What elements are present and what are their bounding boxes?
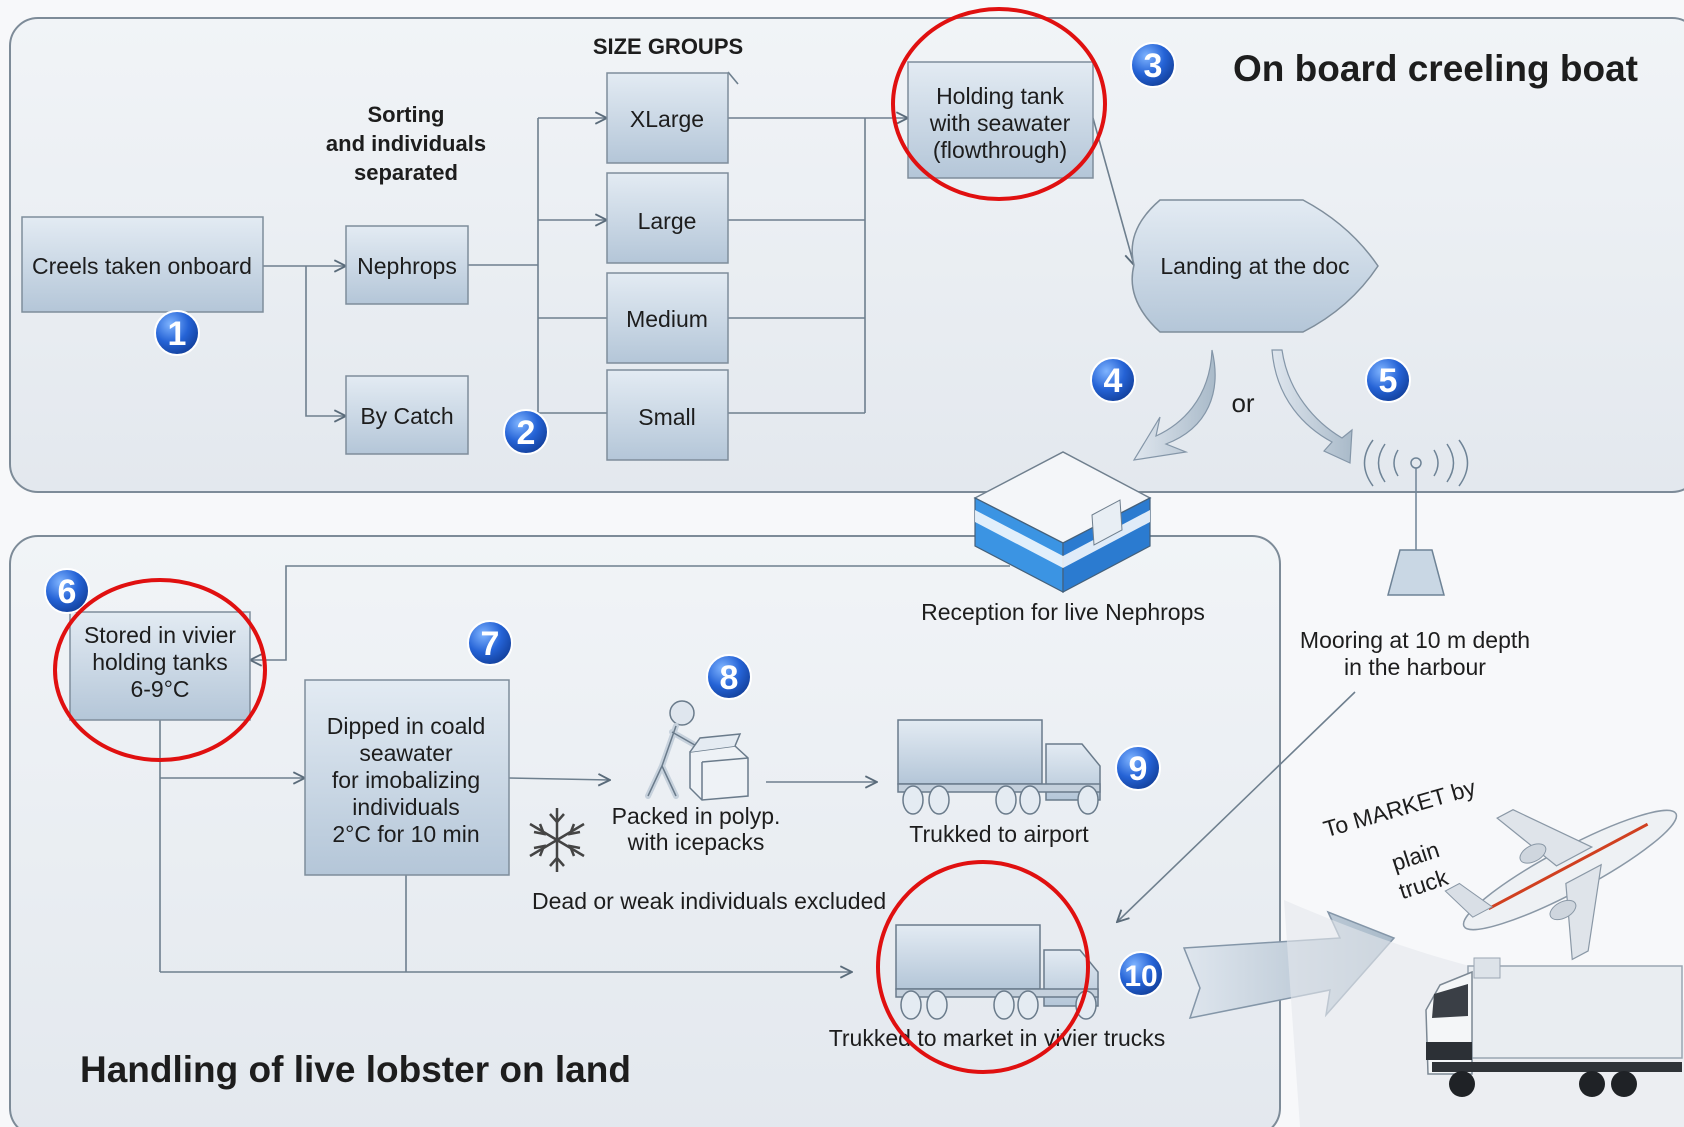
holding-tank-box: Holding tank with seawater (flowthrough) [907, 61, 1094, 179]
badge-9: 9 [1115, 745, 1161, 791]
sorting-header-line-2: and individuals [326, 131, 486, 156]
arrow-to-reception [1132, 349, 1216, 461]
highlight-circles [53, 7, 1107, 1074]
stored-line-3: 6-9°C [130, 676, 189, 702]
or-label: or [1231, 388, 1254, 418]
badge-6: 6 [44, 568, 90, 614]
size-small-label: Small [638, 404, 696, 430]
antenna-buoy-icon [1363, 439, 1469, 596]
highlight-vivier-trucks [876, 860, 1090, 1074]
reception-label: Reception for live Nephrops [921, 599, 1205, 625]
snowflake-icon [529, 808, 585, 872]
holding-tank-line-1: Holding tank [936, 83, 1064, 109]
svg-text:10: 10 [1124, 960, 1157, 993]
svg-text:6: 6 [58, 573, 77, 611]
sorting-header-line-3: separated [354, 160, 458, 185]
stored-line-1: Stored in vivier [84, 622, 236, 648]
person-packing-box-icon [645, 700, 749, 801]
size-groups-header: SIZE GROUPS [593, 34, 743, 59]
size-xlarge-label: XLarge [630, 106, 704, 132]
svg-text:8: 8 [720, 659, 739, 697]
airport-label: Trukked to airport [909, 821, 1089, 847]
size-xlarge-box: XLarge [606, 72, 729, 164]
dipped-box: Dipped in coald seawater for imobalizing… [304, 679, 510, 876]
landing-label: Landing at the doc [1160, 253, 1349, 279]
badge-3: 3 [1130, 42, 1176, 88]
svg-text:3: 3 [1144, 47, 1163, 85]
market-truck-icon [1425, 957, 1683, 1097]
onboard-connectors [263, 71, 1134, 416]
svg-text:5: 5 [1379, 362, 1398, 400]
holding-tank-line-3: (flowthrough) [933, 137, 1067, 163]
nephrops-box: Nephrops [345, 225, 469, 305]
size-large-box: Large [606, 172, 729, 264]
onboard-title: On board creeling boat [1233, 48, 1638, 89]
dipped-line-1: Dipped in coald [327, 713, 486, 739]
packed-line-1: Packed in polyp. [612, 803, 781, 829]
airplane-icon [1444, 809, 1678, 961]
dead-excluded-label: Dead or weak individuals excluded [532, 888, 886, 914]
land-connectors [159, 565, 1356, 972]
badge-7: 7 [467, 620, 513, 666]
dipped-line-3: for imobalizing [332, 767, 480, 793]
badge-4: 4 [1090, 357, 1136, 403]
badge-10: 10 [1118, 951, 1164, 997]
bycatch-label: By Catch [360, 403, 453, 429]
size-medium-label: Medium [626, 306, 708, 332]
arrow-to-mooring [1271, 349, 1353, 464]
landing-shape: Landing at the doc [1131, 199, 1379, 333]
dipped-line-5: 2°C for 10 min [332, 821, 479, 847]
svg-text:4: 4 [1104, 362, 1123, 400]
onboard-panel [9, 17, 1684, 493]
badge-2: 2 [503, 409, 549, 455]
to-market-line-1: To MARKET by [1321, 774, 1479, 842]
badge-5: 5 [1365, 357, 1411, 403]
stored-line-2: holding tanks [92, 649, 228, 675]
highlight-stored-tanks [53, 578, 267, 762]
bycatch-box: By Catch [345, 375, 469, 455]
creels-box: Creels taken onboard [21, 216, 264, 313]
market-label: Trukked to market in vivier trucks [829, 1025, 1166, 1051]
to-market-text: To MARKET by [1321, 774, 1479, 842]
sorting-header-line-1: Sorting [368, 102, 445, 127]
land-title: Handling of live lobster on land [80, 1049, 631, 1090]
stored-box: Stored in vivier holding tanks 6-9°C [69, 611, 251, 721]
mooring-line-1: Mooring at 10 m depth [1300, 627, 1530, 653]
highlight-holding-tank [891, 7, 1107, 201]
badge-8: 8 [706, 654, 752, 700]
truck-icon [897, 719, 1101, 815]
creels-label: Creels taken onboard [32, 253, 252, 279]
svg-text:1: 1 [168, 315, 187, 353]
size-medium-box: Medium [606, 272, 729, 364]
size-large-label: Large [638, 208, 697, 234]
svg-text:2: 2 [517, 414, 536, 452]
packed-line-2: with icepacks [627, 829, 765, 855]
mooring-line-2: in the harbour [1344, 654, 1486, 680]
nephrops-label: Nephrops [357, 253, 457, 279]
badge-1: 1 [154, 310, 200, 356]
holding-tank-line-2: with seawater [929, 110, 1071, 136]
size-small-box: Small [606, 369, 729, 461]
building-icon [973, 451, 1152, 593]
svg-text:7: 7 [481, 625, 500, 663]
svg-text:9: 9 [1129, 750, 1148, 788]
dipped-line-2: seawater [359, 740, 453, 766]
dipped-line-4: individuals [352, 794, 459, 820]
